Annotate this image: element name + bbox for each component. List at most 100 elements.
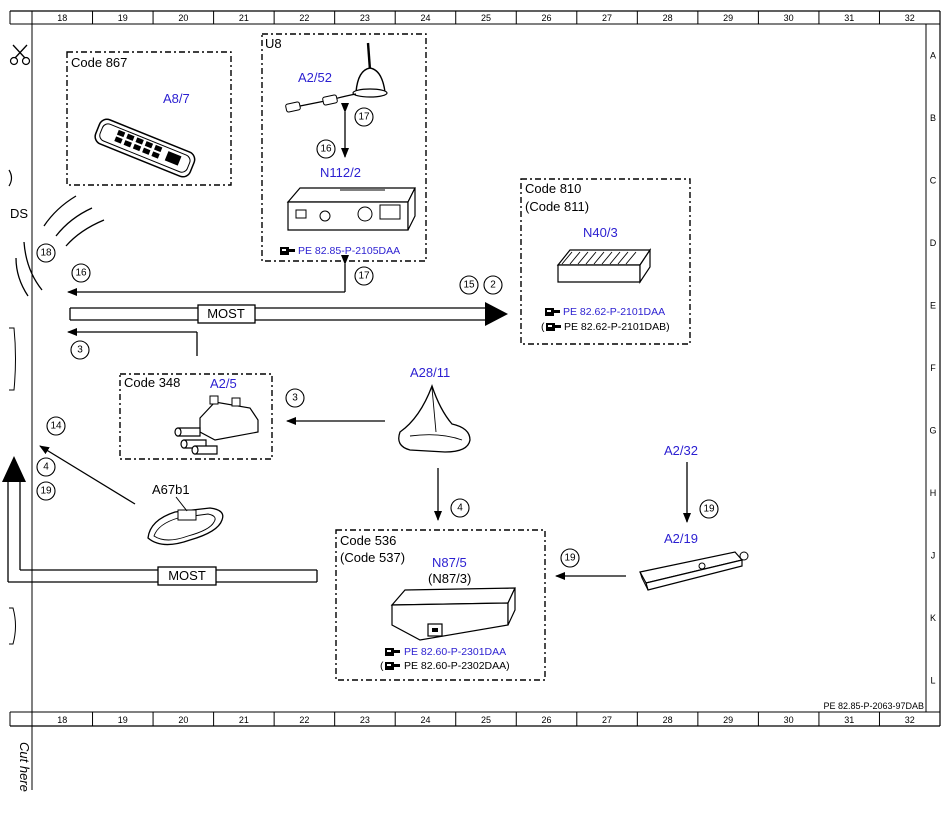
code811-label: (Code 811) bbox=[525, 199, 589, 214]
code536-box bbox=[335, 529, 546, 681]
margin-mark bbox=[9, 327, 16, 391]
a2-19-label: A2/19 bbox=[664, 531, 698, 546]
column-ruler-label: 22 bbox=[299, 13, 309, 23]
column-ruler-label: 27 bbox=[602, 13, 612, 23]
most-label-top: MOST bbox=[207, 306, 245, 321]
row-ruler-label: B bbox=[930, 113, 936, 123]
margin-mark bbox=[9, 607, 16, 645]
callouts bbox=[36, 107, 719, 568]
n112-2-label: N112/2 bbox=[320, 165, 361, 180]
a8-7-label: A8/7 bbox=[163, 91, 190, 106]
row-ruler-label: J bbox=[931, 551, 936, 561]
code867-label: Code 867 bbox=[71, 55, 127, 70]
column-ruler-label: 29 bbox=[723, 715, 733, 725]
most-label-bottom: MOST bbox=[168, 568, 206, 583]
n87-5-label: N87/5 bbox=[432, 555, 467, 570]
column-ruler-label: 26 bbox=[542, 13, 552, 23]
reference-book-icon bbox=[545, 308, 560, 316]
cut-here-label: Cut here bbox=[17, 742, 32, 792]
row-ruler-label: D bbox=[930, 238, 937, 248]
a28-11-label: A28/11 bbox=[410, 365, 450, 380]
column-ruler-label: 23 bbox=[360, 13, 370, 23]
callout-16: 16 bbox=[320, 144, 332, 155]
most-bus-top bbox=[69, 302, 508, 326]
a2-52-label: A2/52 bbox=[298, 70, 332, 85]
code810-ref: PE 82.62-P-2101DAA bbox=[563, 306, 665, 318]
code810-label: Code 810 bbox=[525, 181, 581, 196]
callout-18: 18 bbox=[40, 248, 52, 259]
callout-16: 16 bbox=[75, 268, 87, 279]
antenna-icon bbox=[285, 42, 388, 113]
callout-3: 3 bbox=[292, 393, 298, 404]
control-unit-icon bbox=[286, 187, 416, 231]
column-ruler-label: 22 bbox=[299, 715, 309, 725]
remote-control-icon bbox=[94, 118, 196, 178]
reference-book-icon bbox=[385, 648, 400, 656]
callout-3: 3 bbox=[77, 345, 83, 356]
row-ruler-label: G bbox=[929, 426, 936, 436]
code536-ref-alt-paren: ( bbox=[380, 660, 384, 672]
column-ruler-label: 26 bbox=[542, 715, 552, 725]
a2-32-label: A2/32 bbox=[664, 443, 698, 458]
u8-ref: PE 82.85-P-2105DAA bbox=[298, 245, 400, 257]
column-ruler-label: 18 bbox=[57, 715, 67, 725]
callout-17: 17 bbox=[358, 271, 370, 282]
column-ruler-label: 19 bbox=[118, 13, 128, 23]
column-ruler-label: 25 bbox=[481, 715, 491, 725]
row-ruler-label: K bbox=[930, 613, 936, 623]
code536-label: Code 536 bbox=[340, 533, 396, 548]
code536-ref: PE 82.60-P-2301DAA bbox=[404, 646, 506, 658]
column-ruler-label: 21 bbox=[239, 715, 249, 725]
column-ruler-label: 30 bbox=[784, 715, 794, 725]
column-ruler-label: 31 bbox=[844, 13, 854, 23]
column-ruler-label: 29 bbox=[723, 13, 733, 23]
antenna-amplifier-icon bbox=[639, 551, 749, 591]
column-ruler-label: 28 bbox=[663, 715, 673, 725]
column-ruler-label: 19 bbox=[118, 715, 128, 725]
shark-fin-antenna-icon bbox=[398, 384, 471, 453]
radio-waves-icon bbox=[15, 195, 105, 297]
code810-ref-alt: PE 82.62-P-2101DAB) bbox=[564, 321, 670, 333]
arrow-a67b1-to-ds bbox=[39, 445, 136, 505]
tv-tuner-icon bbox=[390, 587, 516, 641]
code810-ref-alt-paren: ( bbox=[541, 321, 545, 333]
callout-19: 19 bbox=[703, 504, 715, 515]
callout-17: 17 bbox=[358, 112, 370, 123]
callout-2: 2 bbox=[490, 280, 496, 291]
most-bus-bottom bbox=[2, 456, 318, 586]
code536-ref-alt: PE 82.60-P-2302DAA) bbox=[404, 660, 510, 672]
callout-19: 19 bbox=[40, 486, 52, 497]
callout-19: 19 bbox=[564, 553, 576, 564]
u8-label: U8 bbox=[265, 36, 282, 51]
code537-label: (Code 537) bbox=[340, 550, 405, 565]
column-ruler-label: 24 bbox=[420, 715, 430, 725]
callout-4: 4 bbox=[457, 503, 463, 514]
column-ruler-label: 32 bbox=[905, 715, 915, 725]
column-ruler-label: 24 bbox=[420, 13, 430, 23]
antenna-module-icon bbox=[174, 395, 259, 455]
row-ruler-label: H bbox=[930, 488, 937, 498]
a67b1-label: A67b1 bbox=[152, 482, 190, 497]
n40-3-label: N40/3 bbox=[583, 225, 618, 240]
document-reference: PE 82.85-P-2063-97DAB bbox=[823, 701, 924, 711]
reference-book-icon bbox=[385, 662, 400, 670]
scissors-icon bbox=[9, 44, 31, 66]
column-ruler-label: 31 bbox=[844, 715, 854, 725]
amplifier-icon bbox=[556, 248, 652, 284]
callout-15: 15 bbox=[463, 280, 475, 291]
row-ruler-label: L bbox=[930, 676, 935, 686]
column-ruler-label: 18 bbox=[57, 13, 67, 23]
code867-box bbox=[66, 51, 232, 186]
n87-3-label: (N87/3) bbox=[428, 571, 471, 586]
column-ruler-label: 23 bbox=[360, 715, 370, 725]
a2-5-label: A2/5 bbox=[210, 376, 237, 391]
row-ruler-label: A bbox=[930, 50, 936, 60]
column-ruler-label: 25 bbox=[481, 13, 491, 23]
column-ruler-label: 30 bbox=[784, 13, 794, 23]
column-ruler-label: 28 bbox=[663, 13, 673, 23]
callout-4: 4 bbox=[43, 462, 49, 473]
